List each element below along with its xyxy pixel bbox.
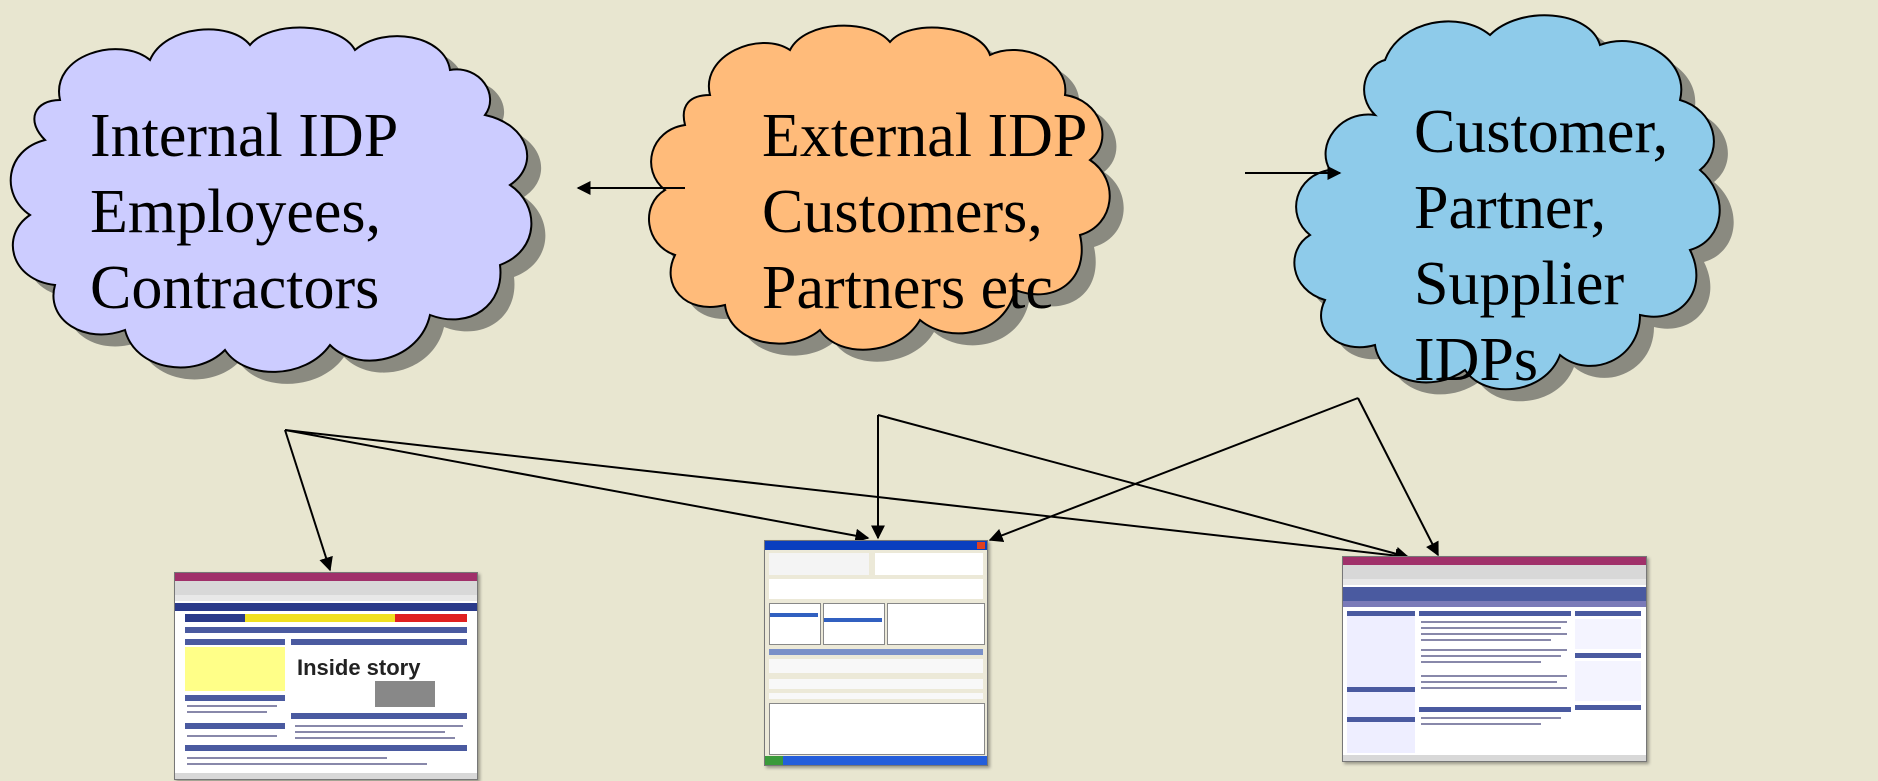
arrow-partner-to-partner-portal: [1357, 397, 1439, 557]
cloud-external-line-3: Partners etc: [762, 254, 1053, 322]
cloud-external-line-1: External IDP: [762, 102, 1088, 170]
cloud-external-idp: [648, 24, 1124, 362]
cloud-partner-label: Customer, Partner, Supplier IDPs: [1414, 94, 1668, 398]
cloud-internal-label: Internal IDP Employees, Contractors: [90, 98, 398, 326]
service-request-app-screenshot: [764, 540, 988, 766]
cloud-internal-line-3: Contractors: [90, 254, 380, 322]
arrow-internal-to-request-app: [284, 429, 870, 543]
partner-portal-screenshot: [1342, 556, 1647, 762]
arrow-internal-to-partner-portal: [284, 429, 1410, 563]
cloud-internal-line-2: Employees,: [90, 178, 381, 246]
cloud-internal-shape: [9, 26, 533, 373]
employee-portal-screenshot: Inside story: [174, 572, 478, 780]
cloud-partner-line-1: Customer,: [1414, 98, 1669, 166]
cloud-internal-idp: [9, 26, 546, 384]
arrow-partner-to-request-app: [988, 397, 1359, 542]
cloud-internal-line-1: Internal IDP: [90, 102, 399, 170]
cloud-external-shape: [648, 24, 1111, 351]
cloud-partner-shape: [1293, 14, 1721, 391]
portal-banner-text: Inside story: [297, 655, 421, 680]
cloud-partner-line-3: Supplier: [1414, 250, 1625, 318]
cloud-external-label: External IDP Customers, Partners etc: [762, 98, 1087, 326]
cloud-partner-line-4: IDPs: [1414, 326, 1539, 394]
arrow-internal-to-portal: [284, 429, 333, 572]
cloud-partner-idps: [1293, 14, 1734, 402]
cloud-external-line-2: Customers,: [762, 178, 1043, 246]
cloud-partner-line-2: Partner,: [1414, 174, 1607, 242]
arrow-external-to-partner-portal: [877, 414, 1410, 561]
